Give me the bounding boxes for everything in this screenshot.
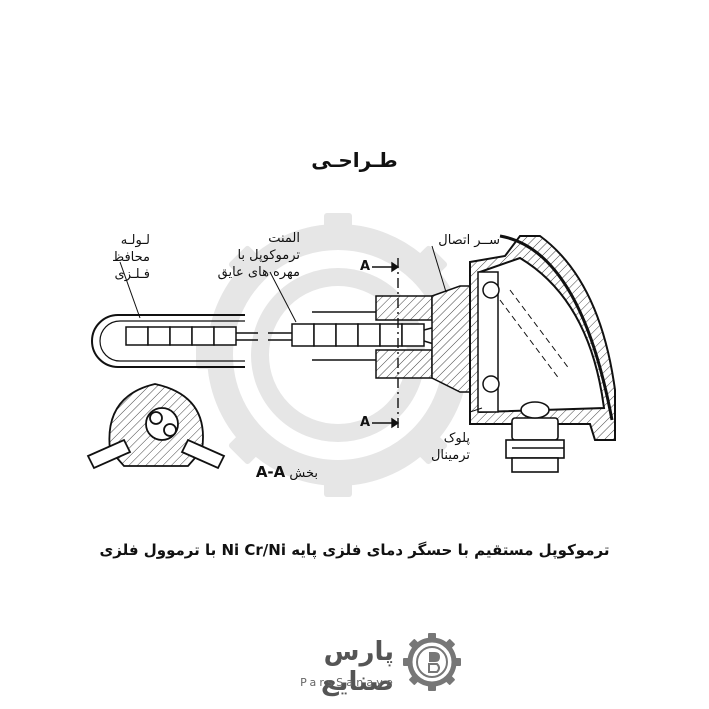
label-line: محافظ bbox=[112, 250, 150, 265]
tube-insulators bbox=[125, 326, 258, 346]
diagram-caption: ترموکوپل مستقیم با حسگر دمای فلزی پایه N… bbox=[99, 541, 610, 559]
label-terminal-block: پلوک ترمینال bbox=[410, 430, 470, 464]
label-element: المنت ترموکوپل با مهره های عایق bbox=[190, 230, 300, 281]
label-line: مهره های عایق bbox=[217, 265, 300, 280]
label-line: لـولـه bbox=[120, 233, 150, 248]
label-line: المنت bbox=[268, 231, 300, 246]
label-line: ترموکوپل با bbox=[237, 248, 300, 263]
ps-gear-logo bbox=[403, 633, 461, 691]
label-protective-tube: لـولـه محافظ فـلـزی bbox=[60, 232, 150, 283]
label-connection-head: ســر اتصال bbox=[438, 233, 500, 248]
connection-head bbox=[469, 234, 616, 441]
protective-tube bbox=[91, 314, 245, 368]
label-line: فـلـزی bbox=[114, 267, 150, 282]
section-view bbox=[86, 383, 226, 470]
brand-name-en: ParsSanaye bbox=[300, 676, 396, 689]
section-line bbox=[372, 258, 400, 430]
section-prefix: بخش bbox=[289, 466, 318, 481]
brand-name-fa: پارس صنایع bbox=[320, 637, 394, 697]
section-marker-bottom: A bbox=[359, 415, 370, 430]
label-line: پلوک bbox=[443, 431, 470, 446]
section-name: A-A bbox=[255, 463, 286, 481]
section-label: بخش A-A bbox=[228, 464, 318, 482]
section-marker-top: A bbox=[359, 259, 370, 274]
page-title: طـراحـی bbox=[311, 148, 398, 172]
leader-lines bbox=[119, 245, 483, 413]
label-line: ترمینال bbox=[430, 448, 470, 463]
cable-gland bbox=[505, 401, 565, 473]
